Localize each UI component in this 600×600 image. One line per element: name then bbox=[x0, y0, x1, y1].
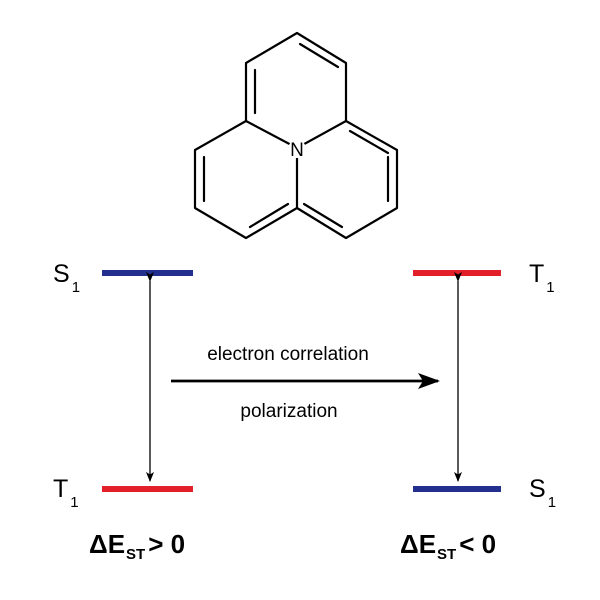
nitrogen-atom-label: N bbox=[290, 140, 304, 161]
molecule-ring-left bbox=[193, 119, 299, 240]
arrow-label-polarization: polarization bbox=[240, 401, 337, 422]
molecule-ring-right bbox=[295, 119, 399, 240]
molecule-ring-top bbox=[244, 31, 348, 150]
molecule-double-bond bbox=[302, 202, 344, 229]
left-energy-gap-label: ΔEST> 0 bbox=[89, 529, 185, 563]
nitrogen-label-background bbox=[288, 140, 306, 158]
arrow-label-electron-correlation: electron correlation bbox=[207, 344, 369, 365]
molecule-double-bond bbox=[348, 129, 390, 155]
molecule-double-bond bbox=[248, 202, 290, 229]
molecule-structure bbox=[193, 31, 399, 240]
right-energy-gap-label: ΔEST< 0 bbox=[400, 529, 496, 563]
molecule-double-bond bbox=[298, 42, 340, 69]
